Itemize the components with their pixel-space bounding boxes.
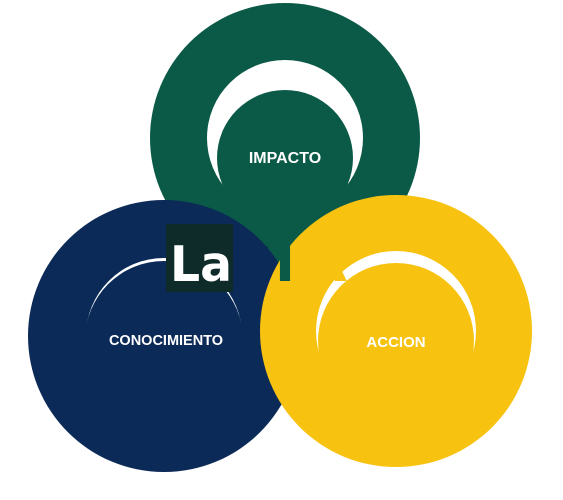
label-conocimiento: CONOCIMIENTO [109,333,223,349]
label-accion: ACCION [366,334,425,351]
logo-c: C [236,236,271,293]
disc-accion [318,263,474,419]
logo-a: A [299,236,347,293]
logo-box [166,224,233,292]
disc-impacto [217,90,353,226]
circle-accion: ACCION [260,194,532,468]
lacia-logo: La C I A [166,224,347,293]
logo-i: I [275,236,295,293]
label-impacto: IMPACTO [249,150,321,167]
ring-accion [260,194,532,468]
logo-la: La [170,236,232,293]
disc-conocimiento [85,261,243,419]
